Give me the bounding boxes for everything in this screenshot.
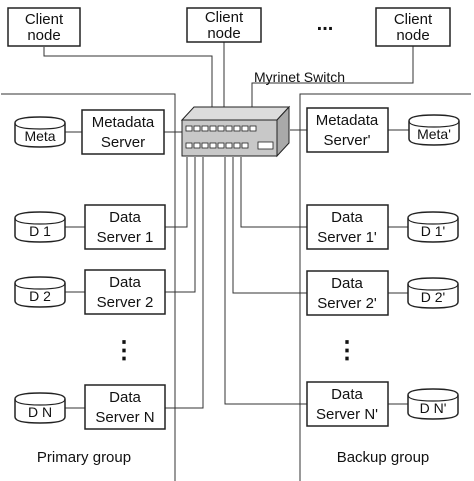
primary-group-label: Primary group xyxy=(37,449,131,466)
link-server2-switch xyxy=(165,157,196,293)
data-disk-label: D 1 xyxy=(29,223,51,239)
link-server1-switch xyxy=(165,157,188,228)
data-disk-label: D N' xyxy=(420,400,447,416)
primary-group-frame xyxy=(1,93,176,481)
link-server1b-switch xyxy=(240,157,307,228)
data-disk-1-backup: D 1' xyxy=(407,211,459,243)
client-ellipsis: ... xyxy=(317,13,334,35)
client-node-label-line1: Client xyxy=(205,9,244,26)
link-client1-switch xyxy=(43,47,213,112)
client-node-label-line1: Client xyxy=(394,11,433,28)
data-server-label-line2: Server 2 xyxy=(97,294,154,311)
data-server-2-backup: Data Server 2' xyxy=(306,270,389,316)
primary-vertical-ellipsis: ⋮ xyxy=(112,337,136,364)
meta-disk-label: Meta' xyxy=(417,126,451,142)
metadata-server-backup: Metadata Server' xyxy=(306,107,389,153)
data-disk-label: D 2 xyxy=(29,288,51,304)
data-disk-label: D N xyxy=(28,404,52,420)
metadata-server-label-line1: Metadata xyxy=(92,114,155,131)
data-disk-n-backup: D N' xyxy=(407,388,459,420)
link-serverNb-switch xyxy=(224,157,307,405)
meta-disk-backup: Meta' xyxy=(408,114,460,146)
data-server-label-line2: Server 2' xyxy=(317,295,377,312)
data-disk-1: D 1 xyxy=(14,211,66,243)
data-server-label-line2: Server 1 xyxy=(97,229,154,246)
data-server-label-line1: Data xyxy=(109,274,141,291)
client-node-box xyxy=(186,7,262,43)
client-node-box xyxy=(375,7,451,47)
metadata-server-label-line2: Server xyxy=(101,134,145,151)
client-node-label-line2: node xyxy=(207,25,240,42)
data-disk-n: D N xyxy=(14,392,66,424)
data-server-1: Data Server 1 xyxy=(84,204,166,250)
data-server-n-backup: Data Server N' xyxy=(306,381,389,427)
data-disk-2-backup: D 2' xyxy=(407,277,459,309)
backup-vertical-ellipsis: ⋮ xyxy=(335,337,359,364)
data-server-label-line1: Data xyxy=(109,389,141,406)
meta-disk: Meta xyxy=(14,116,66,148)
meta-disk-label: Meta xyxy=(24,128,55,144)
metadata-server-label-line2: Server' xyxy=(323,132,370,149)
data-server-label-line2: Server N xyxy=(95,409,154,426)
client-node-label-line2: node xyxy=(396,27,429,44)
data-server-n: Data Server N xyxy=(84,384,166,430)
data-server-label-line1: Data xyxy=(331,275,363,292)
data-server-1-backup: Data Server 1' xyxy=(306,204,389,250)
client-node-3: Client node xyxy=(375,7,451,47)
data-server-label-line1: Data xyxy=(109,209,141,226)
data-server-2: Data Server 2 xyxy=(84,269,166,315)
client-node-1: Client node xyxy=(7,7,81,47)
data-server-label-line1: Data xyxy=(331,386,363,403)
metadata-server-label-line1: Metadata xyxy=(316,112,379,129)
client-node-label-line1: Client xyxy=(25,11,64,28)
client-node-label-line2: node xyxy=(27,27,60,44)
backup-group-frame xyxy=(299,93,471,481)
data-server-label-line2: Server 1' xyxy=(317,229,377,246)
myrinet-switch-icon xyxy=(180,105,291,158)
data-disk-label: D 2' xyxy=(421,289,445,305)
metadata-server: Metadata Server xyxy=(81,109,165,155)
connection-lines xyxy=(43,42,414,409)
client-node-box xyxy=(7,7,81,47)
client-node-2: Client node xyxy=(186,7,262,43)
backup-group-label: Backup group xyxy=(337,449,430,466)
data-server-label-line2: Server N' xyxy=(316,406,378,423)
link-client3-switch xyxy=(251,46,414,112)
switch-label: Myrinet Switch xyxy=(254,69,345,85)
data-server-label-line1: Data xyxy=(331,209,363,226)
switch-console-port xyxy=(257,141,274,150)
switch-ports xyxy=(185,125,257,149)
data-disk-label: D 1' xyxy=(421,223,445,239)
link-server2b-switch xyxy=(232,157,307,294)
data-disk-2: D 2 xyxy=(14,276,66,308)
link-serverN-switch xyxy=(165,157,204,409)
